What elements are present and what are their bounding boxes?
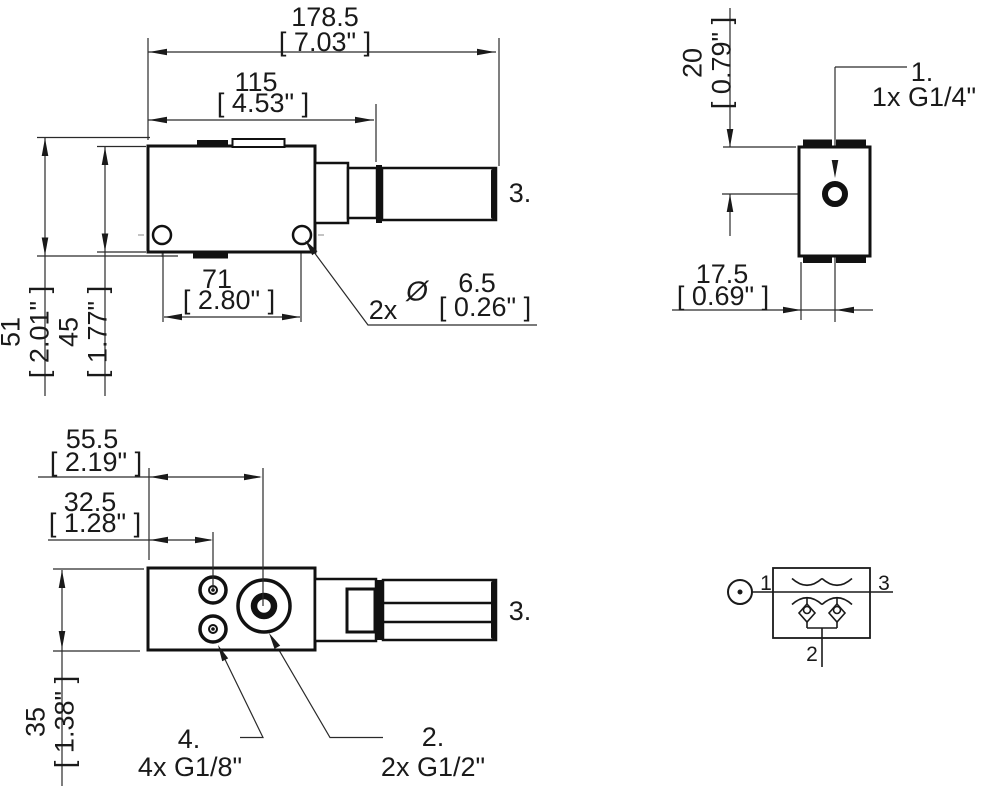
top-silencer-label: 3. — [508, 595, 532, 626]
dim-overall-height: 51 [ 2.01" ] — [0, 286, 54, 378]
dim-depth-mm: 35 — [20, 706, 51, 738]
schematic-port1-label: 1 — [760, 572, 772, 596]
end-arrowheads — [726, 129, 854, 314]
side-silencer-label: 3. — [508, 177, 532, 208]
top-view — [38, 468, 498, 786]
check-valve-symbols — [797, 597, 847, 628]
port1-hole — [822, 181, 848, 207]
port2-description: 2x G1/2" — [380, 751, 486, 782]
dim-small-port-x-mm: 32.5 — [63, 486, 117, 517]
port2-label: 2. — [421, 721, 445, 752]
dim-port-offset-v-in: [ 0.79" ] — [706, 16, 736, 110]
dim-port-offset-h-mm: 17.5 — [695, 258, 749, 289]
side-arrowheads — [41, 48, 495, 321]
dim-large-port-x-mm: 55.5 — [65, 423, 119, 454]
mounting-hole-right — [291, 224, 313, 246]
pneumatic-schematic — [727, 567, 893, 667]
dim-port-offset-v-mm: 20 — [677, 47, 708, 79]
end-view — [672, 8, 907, 322]
hole-callout-mm: 6.5 — [458, 267, 496, 298]
dim-overall-length-mm: 178.5 — [291, 1, 359, 32]
port1-description: 1x G1/4" — [871, 81, 977, 112]
top-port-extension-lines — [212, 468, 264, 606]
dim-port-offset-h-in: [ 0.69" ] — [676, 280, 770, 311]
dim-port-offset-v: 20 [ 0.79" ] — [677, 16, 736, 110]
dim-body-height-mm: 45 — [53, 316, 84, 348]
schematic-port3-label: 3 — [878, 572, 890, 596]
dim-hole-spacing-mm: 71 — [201, 263, 233, 294]
port4-label: 4. — [177, 723, 201, 754]
dim-depth-in: [ 1.38" ] — [49, 675, 79, 769]
dim-large-port-x-in: [ 2.19" ] — [49, 446, 143, 477]
side-view-solids — [193, 140, 496, 259]
top-view-body — [146, 566, 498, 652]
dim-overall-length-in: [ 7.03" ] — [278, 26, 372, 57]
hole-callout-qty: 2x — [368, 294, 398, 325]
port1-label: 1. — [910, 56, 934, 87]
top-arrowheads — [58, 473, 281, 662]
top-dimension-lines — [38, 468, 383, 786]
diameter-symbol: Ø — [406, 275, 428, 307]
dim-overall-height-mm: 51 — [0, 316, 26, 348]
side-view — [37, 38, 537, 396]
top-view-solids — [377, 580, 496, 640]
mounting-hole-left — [151, 224, 173, 246]
dim-hole-spacing-in: [ 2.80" ] — [182, 284, 276, 315]
dim-body-height: 45 [ 1.77" ] — [53, 285, 112, 379]
hole-callout-in: [ 0.26" ] — [438, 291, 532, 322]
side-view-body — [146, 138, 498, 254]
dim-body-height-in: [ 1.77" ] — [82, 285, 112, 379]
dim-body-length-in: [ 4.53" ] — [216, 87, 310, 118]
end-view-caps — [803, 139, 866, 263]
side-dimension-lines — [37, 38, 537, 396]
top-ports — [198, 575, 292, 644]
dim-body-length-mm: 115 — [234, 66, 278, 97]
schematic-port2-label: 2 — [806, 643, 818, 667]
dim-small-port-x-in: [ 1.28" ] — [48, 507, 142, 538]
dim-overall-height-in: [ 2.01" ] — [24, 285, 54, 379]
port4-description: 4x G1/8" — [137, 751, 243, 782]
dim-depth: 35 [ 1.38" ] — [20, 675, 79, 769]
silencer-lines — [383, 601, 494, 624]
